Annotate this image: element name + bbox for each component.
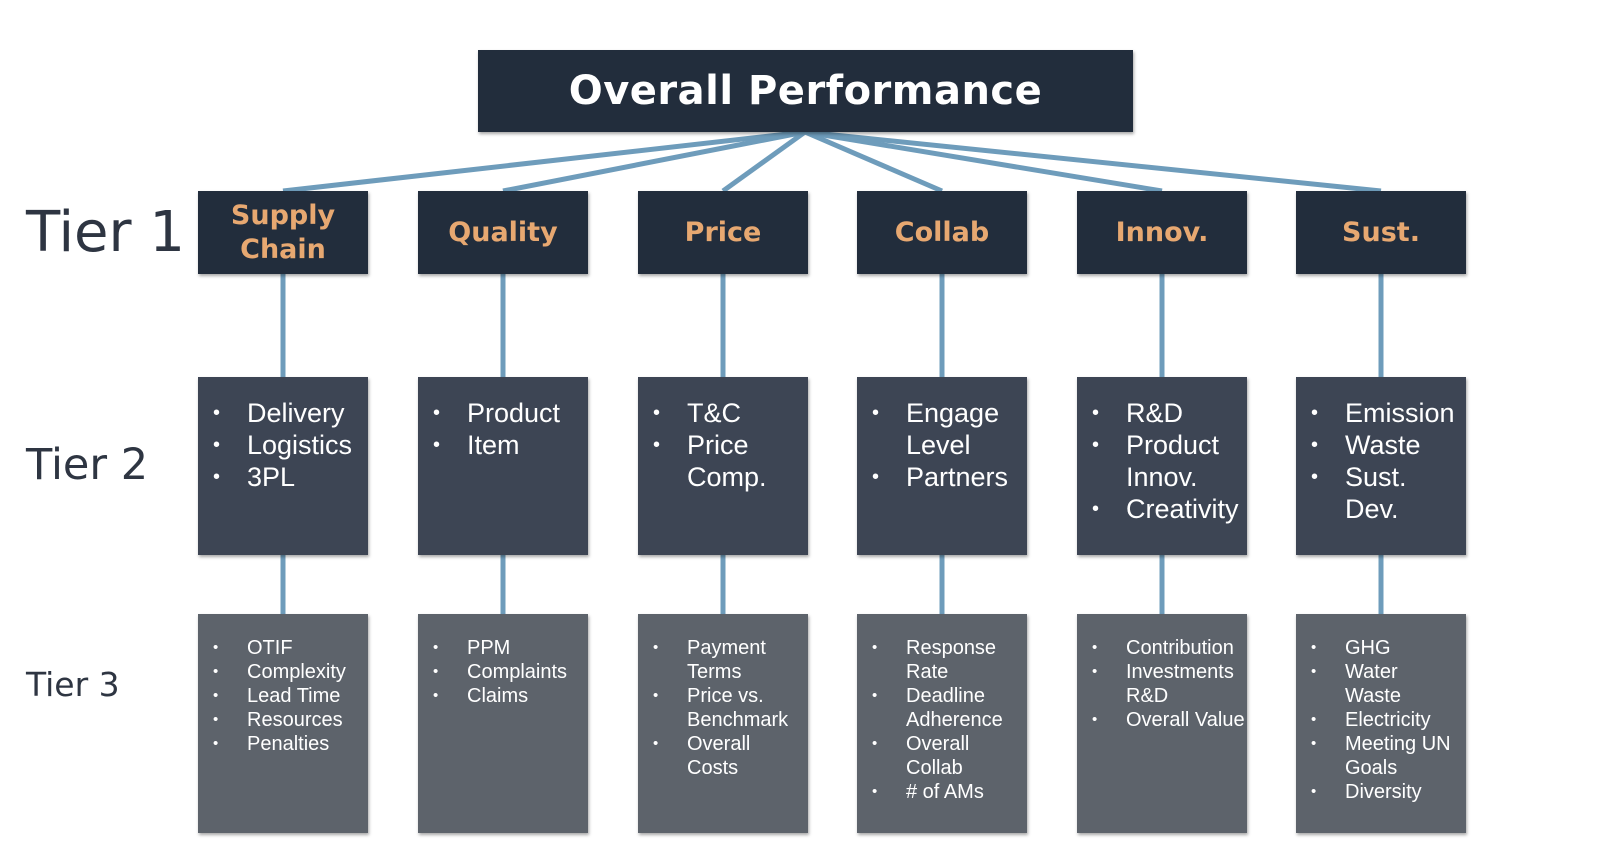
tier2-box-quality: ProductItem: [418, 377, 588, 555]
connector-root-to-supply-chain: [282, 129, 806, 194]
tier2-box-innov: R&DProduct Innov.Creativity: [1077, 377, 1247, 555]
tier1-box-collab: Collab: [857, 191, 1027, 274]
tier3-box-collab: Response RateDeadline AdherenceOverall C…: [857, 614, 1027, 833]
tier3-item: Electricity: [1311, 708, 1466, 732]
connector-root-to-collab: [804, 129, 943, 194]
tier2-box-collab: Engage LevelPartners: [857, 377, 1027, 555]
tier3-list-price: Payment TermsPrice vs. BenchmarkOverall …: [638, 614, 808, 780]
tier2-list-quality: ProductItem: [418, 377, 588, 461]
tier3-item: Price vs. Benchmark: [653, 684, 808, 732]
tier2-item: Delivery: [213, 397, 368, 429]
tier1-label-supply-chain: Supply Chain: [230, 199, 336, 265]
tier1-box-sust: Sust.: [1296, 191, 1466, 274]
tier2-box-price: T&CPrice Comp.: [638, 377, 808, 555]
connector-root-to-innov: [804, 129, 1163, 194]
tier1-label-quality: Quality: [448, 216, 558, 248]
tier3-item: Deadline Adherence: [872, 684, 1027, 732]
tier1-box-supply-chain: Supply Chain: [198, 191, 368, 274]
tier2-item: Item: [433, 429, 588, 461]
tier3-item: Response Rate: [872, 636, 1027, 684]
tier3-box-sust: GHGWater WasteElectricityMeeting UN Goal…: [1296, 614, 1466, 833]
tier2-item: Creativity: [1092, 493, 1247, 525]
tier3-item: Resources: [213, 708, 368, 732]
tier3-item: Complexity: [213, 660, 368, 684]
tier3-item: Investments R&D: [1092, 660, 1247, 708]
tier3-item: Lead Time: [213, 684, 368, 708]
tier1-label-innov: Innov.: [1115, 216, 1209, 248]
tier2-item: Emission: [1311, 397, 1466, 429]
tier2-list-sust: EmissionWasteSust. Dev.: [1296, 377, 1466, 525]
tier2-list-collab: Engage LevelPartners: [857, 377, 1027, 493]
tier3-box-supply-chain: OTIFComplexityLead TimeResourcesPenaltie…: [198, 614, 368, 833]
tier3-item: Claims: [433, 684, 588, 708]
tier3-item: Water Waste: [1311, 660, 1466, 708]
tier-3-label: Tier 3: [26, 665, 120, 704]
tier3-item: GHG: [1311, 636, 1466, 660]
tier3-list-sust: GHGWater WasteElectricityMeeting UN Goal…: [1296, 614, 1466, 804]
tier3-item: Payment Terms: [653, 636, 808, 684]
tier1-label-sust: Sust.: [1342, 216, 1420, 248]
tier2-box-supply-chain: DeliveryLogistics3PL: [198, 377, 368, 555]
tier2-list-supply-chain: DeliveryLogistics3PL: [198, 377, 368, 493]
tier3-item: Diversity: [1311, 780, 1466, 804]
tier2-item: Waste: [1311, 429, 1466, 461]
tier1-box-quality: Quality: [418, 191, 588, 274]
tier2-box-sust: EmissionWasteSust. Dev.: [1296, 377, 1466, 555]
tier3-item: Overall Collab: [872, 732, 1027, 780]
tier3-box-innov: ContributionInvestments R&DOverall Value: [1077, 614, 1247, 833]
tier1-label-price: Price: [684, 216, 762, 248]
tier2-item: Engage Level: [872, 397, 1027, 461]
connector-root-to-sust: [804, 129, 1382, 194]
tier2-list-price: T&CPrice Comp.: [638, 377, 808, 493]
tier2-item: Product: [433, 397, 588, 429]
tier3-box-quality: PPMComplaintsClaims: [418, 614, 588, 833]
tier3-item: Overall Value: [1092, 708, 1247, 732]
tier-1-label: Tier 1: [26, 200, 185, 265]
tier3-item: Meeting UN Goals: [1311, 732, 1466, 780]
tier1-box-innov: Innov.: [1077, 191, 1247, 274]
tier3-item: OTIF: [213, 636, 368, 660]
tier3-item: # of AMs: [872, 780, 1027, 804]
tier2-item: Price Comp.: [653, 429, 808, 493]
tier1-label-collab: Collab: [894, 216, 990, 248]
tier3-list-supply-chain: OTIFComplexityLead TimeResourcesPenaltie…: [198, 614, 368, 756]
overall-performance-title: Overall Performance: [568, 68, 1043, 114]
tier3-item: Overall Costs: [653, 732, 808, 780]
tier3-item: Complaints: [433, 660, 588, 684]
tier2-item: Logistics: [213, 429, 368, 461]
tier-2-label: Tier 2: [26, 440, 149, 490]
connector-root-to-quality: [502, 129, 806, 194]
tier2-item: R&D: [1092, 397, 1247, 429]
tier2-list-innov: R&DProduct Innov.Creativity: [1077, 377, 1247, 525]
connector-root-to-price: [721, 129, 807, 194]
tier3-item: Contribution: [1092, 636, 1247, 660]
tier3-list-innov: ContributionInvestments R&DOverall Value: [1077, 614, 1247, 732]
tier3-item: PPM: [433, 636, 588, 660]
tier2-item: Product Innov.: [1092, 429, 1247, 493]
tier2-item: Partners: [872, 461, 1027, 493]
tier3-box-price: Payment TermsPrice vs. BenchmarkOverall …: [638, 614, 808, 833]
tier2-item: T&C: [653, 397, 808, 429]
tier1-box-price: Price: [638, 191, 808, 274]
tier2-item: Sust. Dev.: [1311, 461, 1466, 525]
tier3-item: Penalties: [213, 732, 368, 756]
tier3-list-collab: Response RateDeadline AdherenceOverall C…: [857, 614, 1027, 804]
tier2-item: 3PL: [213, 461, 368, 493]
overall-performance-box: Overall Performance: [478, 50, 1133, 132]
tier3-list-quality: PPMComplaintsClaims: [418, 614, 588, 708]
